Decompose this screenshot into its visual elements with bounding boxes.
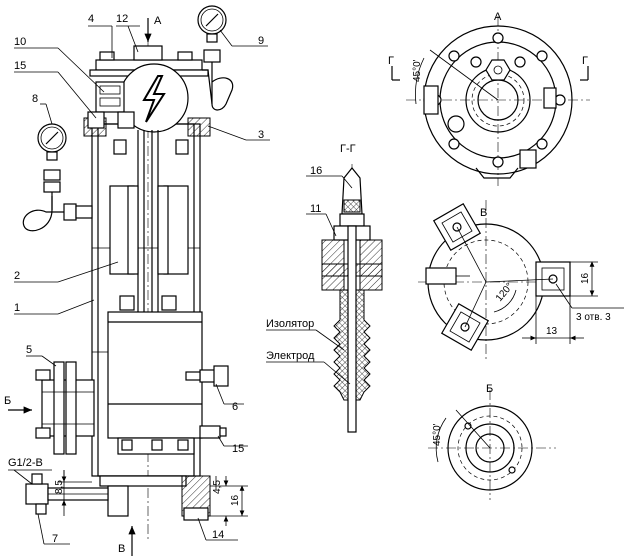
callout-2: 2 bbox=[14, 270, 20, 282]
section-gg-callout-16: 16 bbox=[310, 165, 322, 177]
dim-16-main: 16 bbox=[230, 494, 241, 506]
view-b: 120° 16 13 3 отв. 3 В bbox=[418, 200, 624, 360]
view-b-angle: 120° bbox=[494, 281, 516, 304]
pressure-gauge-right bbox=[197, 5, 234, 111]
callout-labels: 4 12 А 9 10 15 8 3 2 1 5 Б 6 15 G1/2-В 8… bbox=[4, 13, 264, 555]
callout-9: 9 bbox=[258, 35, 264, 47]
leader-lines bbox=[8, 25, 270, 545]
view-label-a: А bbox=[154, 15, 162, 27]
view-a: 45°0' Г Г А bbox=[388, 11, 590, 186]
dim-8-5: 8,5 bbox=[54, 480, 65, 494]
side-plugs bbox=[185, 365, 229, 439]
terminal-block bbox=[87, 81, 135, 129]
section-gg-title: Г-Г bbox=[340, 143, 356, 155]
view-a-title: А bbox=[494, 11, 502, 23]
view-arrows bbox=[8, 18, 152, 556]
section-gg-callout-11: 11 bbox=[310, 203, 321, 215]
main-assembly-view: 4 12 А 9 10 15 8 3 2 1 5 Б 6 15 G1/2-В 8… bbox=[4, 5, 270, 556]
view-b-title: В bbox=[480, 207, 487, 219]
callout-13: 14 bbox=[212, 529, 224, 541]
view-bb-title: Б bbox=[486, 383, 493, 395]
cut-mark-right: Г bbox=[582, 55, 588, 67]
label-electrode: Электрод bbox=[266, 350, 315, 362]
section-gg: Г-Г 16 11 Изолятор Электрод bbox=[266, 143, 383, 433]
drain-valve bbox=[25, 473, 109, 515]
electrodes bbox=[109, 130, 189, 320]
dim-4-5: 4,5 bbox=[212, 480, 223, 494]
view-b-holes-note: 3 отв. 3 bbox=[576, 312, 611, 323]
cut-mark-left: Г bbox=[388, 55, 394, 67]
callout-8: 8 bbox=[32, 93, 38, 105]
callout-1: 1 bbox=[14, 302, 20, 314]
callout-3: 3 bbox=[258, 129, 264, 141]
view-a-angle: 45°0' bbox=[412, 59, 423, 82]
callout-10: 10 bbox=[14, 36, 26, 48]
view-label-b-left: Б bbox=[4, 395, 11, 407]
callout-15: 15 bbox=[232, 443, 244, 455]
view-bb-angle: 45°0' bbox=[432, 423, 443, 446]
callout-4: 4 bbox=[88, 13, 94, 25]
view-b-dim-16: 16 bbox=[580, 272, 591, 284]
side-inlet bbox=[35, 361, 95, 455]
view-bb: 45°0' Б bbox=[428, 383, 556, 500]
lower-chamber bbox=[107, 311, 203, 455]
label-insulator: Изолятор bbox=[266, 318, 314, 330]
thread-label: G1/2-В bbox=[8, 457, 43, 469]
callout-14: 15 bbox=[14, 60, 26, 72]
callout-7: 7 bbox=[52, 533, 58, 545]
pressure-gauge-left bbox=[22, 123, 93, 232]
view-b-dim-13: 13 bbox=[546, 326, 558, 337]
view-label-b-bottom: В bbox=[118, 543, 125, 555]
bottom-outlet bbox=[99, 475, 211, 521]
callout-6: 6 bbox=[232, 401, 238, 413]
callout-12: 12 bbox=[116, 13, 128, 25]
dimensions-main bbox=[58, 470, 248, 526]
callout-5: 5 bbox=[26, 344, 32, 356]
